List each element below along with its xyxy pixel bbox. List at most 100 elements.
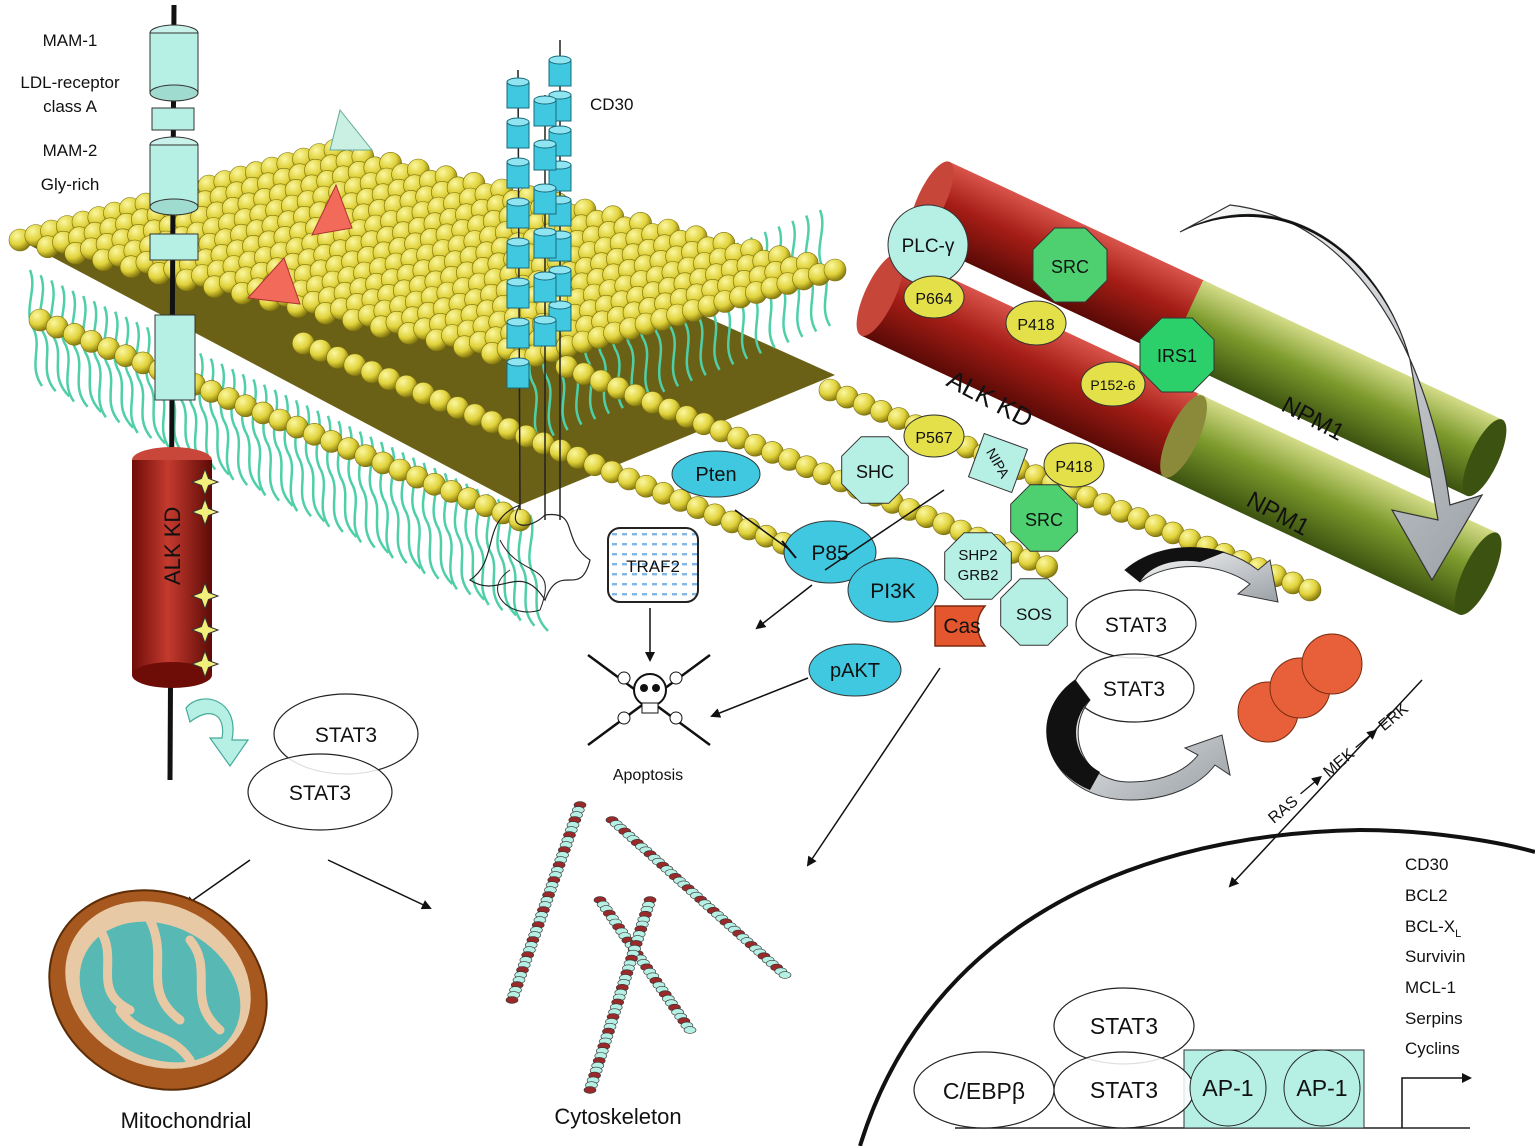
- lipid-tail: [145, 326, 166, 445]
- svg-text:Pten: Pten: [695, 464, 736, 486]
- adaptor-nodes: PLC-γ P664 SRC P418 IRS1 P152-6 SHC P56: [841, 204, 1215, 647]
- p418-bottom-node: P418: [1043, 442, 1105, 488]
- cd30-domain: [533, 183, 557, 193]
- svg-text:SHP2: SHP2: [958, 547, 997, 564]
- phospho-stars: [190, 467, 220, 679]
- cd30-domain: [533, 227, 557, 237]
- svg-text:P418: P418: [1055, 459, 1092, 476]
- lipid-head: [508, 508, 532, 532]
- cd30-domain: [533, 271, 557, 281]
- stat3-right-dimer: STAT3 STAT3: [1073, 589, 1197, 723]
- svg-text:IRS1: IRS1: [1157, 346, 1197, 366]
- svg-text:SHC: SHC: [856, 462, 894, 482]
- lipid-bilayer: [8, 108, 1322, 632]
- svg-text:SOS: SOS: [1016, 605, 1052, 624]
- lipid-tail: [60, 285, 75, 403]
- target-gene-list: CD30 BCL2 BCL-XL Survivin MCL-1 Serpins …: [1405, 855, 1465, 1058]
- src-top-node: SRC: [1032, 227, 1108, 303]
- nipa-node: NIPA: [967, 432, 1029, 494]
- src-bottom-node: SRC: [1010, 484, 1078, 552]
- membrane-protein-red: [246, 257, 301, 305]
- p418-top-node: P418: [1005, 300, 1067, 346]
- svg-text:ERK: ERK: [1376, 700, 1412, 734]
- cd30-domain: [506, 197, 530, 207]
- lipid-tail: [230, 368, 249, 486]
- target-gene: MCL-1: [1405, 978, 1456, 997]
- cytoskeleton-label: Cytoskeleton: [554, 1104, 681, 1129]
- ras-cluster: [1237, 633, 1363, 743]
- lipid-tail: [38, 274, 57, 393]
- cd30-domain: [506, 317, 530, 327]
- domain-ldl: LDL-receptor: [20, 73, 120, 92]
- lipid-tail: [70, 290, 89, 408]
- cas-node: Cas: [934, 605, 987, 647]
- svg-text:AP-1: AP-1: [1202, 1075, 1253, 1101]
- stat3-left-dimer: STAT3 STAT3: [247, 693, 419, 831]
- svg-text:P418: P418: [1017, 317, 1054, 334]
- cd30-domain: [506, 117, 530, 127]
- svg-text:STAT3: STAT3: [1090, 1077, 1158, 1103]
- svg-text:RAS: RAS: [1265, 793, 1301, 827]
- svg-text:SRC: SRC: [1051, 257, 1089, 277]
- cd30-domain: [533, 95, 557, 105]
- cd30-domain: [548, 55, 572, 65]
- stat3-nuclear-dimer: STAT3 STAT3: [1053, 987, 1195, 1129]
- svg-text:MEK: MEK: [1320, 745, 1358, 781]
- membrane-protein-red: [311, 183, 353, 236]
- svg-text:AP-1: AP-1: [1296, 1075, 1347, 1101]
- lipid-tail: [198, 352, 217, 471]
- filament-bead: [583, 1086, 597, 1094]
- svg-text:STAT3: STAT3: [1090, 1013, 1158, 1039]
- mitochondrial-label: Mitochondrial: [121, 1108, 252, 1133]
- phospho-star: [190, 497, 220, 527]
- svg-text:P664: P664: [915, 291, 952, 308]
- filament-bead: [778, 971, 792, 979]
- pathway-arrows: [184, 489, 1423, 910]
- svg-text:PLC-γ: PLC-γ: [902, 236, 955, 257]
- alk-receptor: ALK KD: [132, 4, 220, 781]
- lipid-tail: [123, 316, 139, 434]
- lipid-tail: [240, 373, 262, 492]
- svg-text:pAKT: pAKT: [830, 660, 880, 682]
- membrane-spike: [329, 108, 374, 151]
- p85-node: P85: [783, 520, 877, 584]
- svg-text:SRC: SRC: [1025, 510, 1063, 530]
- pi3k-pathway: Pten P85 PI3K pAKT TRAF2: [607, 450, 939, 697]
- lipid-tail: [49, 279, 71, 398]
- lipid-tail: [209, 358, 230, 476]
- target-gene: BCL-XL: [1405, 917, 1461, 940]
- lipid-tail: [528, 514, 549, 632]
- cd30-receptor: [468, 40, 591, 613]
- svg-text:TRAF2: TRAF2: [626, 557, 680, 576]
- lipid-tail: [28, 269, 44, 387]
- nucleus: C/EBPβ STAT3 STAT3 AP-1 AP-1: [858, 827, 1535, 1146]
- phospho-star: [190, 649, 220, 679]
- receptor-kinase-label: ALK KD: [160, 507, 185, 585]
- domain-mam1: MAM-1: [43, 31, 98, 50]
- svg-text:STAT3: STAT3: [1103, 678, 1165, 701]
- domain-ldl-class: class A: [43, 97, 98, 116]
- lipid-tail: [113, 311, 135, 429]
- cd30-domain: [506, 77, 530, 87]
- svg-text:P85: P85: [811, 542, 848, 565]
- cd30-domain: [506, 357, 530, 367]
- shc-node: SHC: [841, 436, 909, 504]
- irs1-node: IRS1: [1139, 317, 1215, 393]
- cd30-label: CD30: [590, 95, 633, 114]
- filament-bead: [505, 996, 519, 1004]
- svg-text:STAT3: STAT3: [1105, 614, 1167, 637]
- plc-gamma-node: PLC-γ: [887, 204, 969, 286]
- target-gene: BCL2: [1405, 886, 1448, 905]
- lipid-tail: [81, 295, 103, 413]
- phospho-star: [190, 581, 220, 611]
- cd30-domain: [548, 125, 572, 135]
- curved-arrows-right: [1046, 547, 1279, 801]
- lipid-tail: [304, 405, 326, 523]
- svg-text:GRB2: GRB2: [958, 567, 999, 584]
- mitochondrion: [48, 889, 268, 1091]
- pi3k-node: PI3K: [847, 557, 939, 623]
- dimerization-arrow: [1179, 204, 1484, 582]
- svg-text:P567: P567: [915, 430, 952, 447]
- svg-text:Cas: Cas: [943, 615, 980, 638]
- svg-text:STAT3: STAT3: [289, 782, 351, 805]
